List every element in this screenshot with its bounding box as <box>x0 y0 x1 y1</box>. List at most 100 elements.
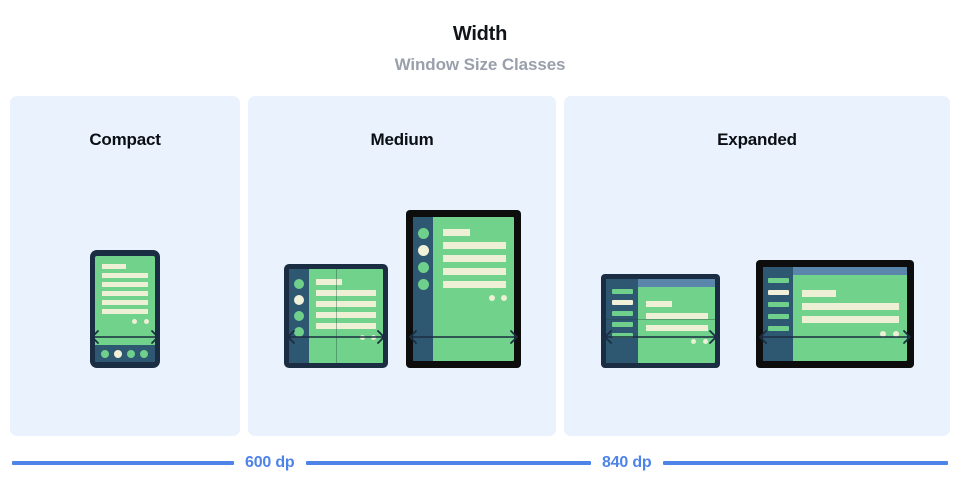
device-stage-medium <box>248 176 556 436</box>
phone-bottom-nav <box>95 345 155 362</box>
tablet-portrait-screen <box>412 217 514 361</box>
bottom-nav-dot[interactable] <box>127 349 135 358</box>
content-line <box>442 281 506 288</box>
content-line <box>645 301 672 307</box>
device-stage-compact <box>10 176 240 436</box>
content-line <box>645 313 708 319</box>
size-class-panels: Compact <box>10 96 950 436</box>
content-line <box>102 309 148 314</box>
content-line <box>645 325 708 331</box>
floating-dot <box>690 339 696 344</box>
content-line <box>442 242 506 249</box>
floating-dot <box>892 331 899 337</box>
content-line <box>102 291 148 296</box>
device-tablet-portrait <box>405 210 521 368</box>
bottom-nav-dot-active[interactable] <box>114 349 122 358</box>
panel-title-compact: Compact <box>89 130 161 149</box>
content-line <box>315 290 376 296</box>
device-phone-portrait <box>90 250 160 368</box>
floating-dot <box>702 339 708 344</box>
content-line <box>315 279 342 285</box>
content-line <box>801 316 899 323</box>
device-tablet-landscape <box>755 260 914 368</box>
content-line <box>102 282 148 287</box>
breakpoint-scale: 600 dp 840 dp <box>12 452 948 474</box>
nav-drawer-bar[interactable] <box>611 311 633 316</box>
content-line <box>442 268 506 275</box>
navigation-rail <box>412 217 433 361</box>
scale-segment-medium <box>305 461 591 465</box>
nav-rail-dot[interactable] <box>293 311 304 321</box>
scale-segment-expanded <box>662 461 948 465</box>
fold-seam <box>335 269 337 363</box>
tablet-landscape-screen <box>762 267 907 361</box>
content-line <box>102 300 148 305</box>
page-title: Width <box>452 23 508 45</box>
nav-rail-dot[interactable] <box>293 279 304 289</box>
nav-drawer-bar-active[interactable] <box>611 300 633 305</box>
nav-drawer-bar[interactable] <box>611 333 633 338</box>
breakpoint-label-840: 840 dp <box>602 454 652 471</box>
width-arrow-phone <box>88 328 162 346</box>
breakpoint-label-600: 600 dp <box>245 454 295 471</box>
phone-screen <box>95 256 155 362</box>
content-line <box>801 290 836 297</box>
panel-title-expanded: Expanded <box>717 130 797 149</box>
top-app-bar <box>792 267 907 275</box>
floating-dot <box>132 319 137 324</box>
bottom-nav-dot[interactable] <box>140 349 148 358</box>
content-line <box>102 264 126 269</box>
content-line <box>102 273 148 278</box>
bottom-nav-dot[interactable] <box>101 349 109 358</box>
nav-drawer-bar[interactable] <box>611 322 633 327</box>
scale-segment-compact <box>12 461 234 465</box>
floating-dot <box>488 295 495 301</box>
width-arrow-tablet-portrait <box>406 328 521 346</box>
nav-drawer-bar[interactable] <box>767 278 789 283</box>
foldable-landscape-screen <box>605 279 715 363</box>
panel-title-medium: Medium <box>370 130 434 149</box>
content-line <box>315 301 376 307</box>
width-arrow-tablet-landscape <box>756 328 914 346</box>
device-column-phone <box>90 250 160 368</box>
nav-rail-dot[interactable] <box>417 279 429 290</box>
nav-drawer-bar[interactable] <box>767 314 789 319</box>
navigation-drawer <box>605 279 638 363</box>
device-foldable-landscape <box>600 274 720 368</box>
floating-dot <box>500 295 507 301</box>
panel-expanded: Expanded <box>564 96 950 436</box>
device-column-foldable-portrait <box>283 264 388 368</box>
width-arrow-foldable-landscape <box>601 328 720 346</box>
nav-drawer-bar[interactable] <box>767 302 789 307</box>
fold-seam <box>605 319 715 320</box>
page-subtitle: Window Size Classes <box>394 55 566 74</box>
top-app-bar <box>637 279 715 287</box>
width-arrow-foldable-portrait <box>284 328 388 346</box>
device-stage-expanded <box>564 176 950 436</box>
nav-drawer-bar[interactable] <box>611 289 633 294</box>
nav-drawer-bar-active[interactable] <box>767 290 789 295</box>
foldable-screen <box>288 269 383 363</box>
panel-medium: Medium <box>248 96 556 436</box>
content-line <box>801 303 899 310</box>
device-column-foldable-landscape <box>600 274 720 368</box>
floating-dot <box>879 331 886 337</box>
navigation-rail <box>288 269 309 363</box>
nav-rail-dot-active[interactable] <box>417 245 429 256</box>
nav-drawer-bar[interactable] <box>767 326 789 331</box>
nav-rail-dot[interactable] <box>417 228 429 239</box>
content-line <box>442 255 506 262</box>
header: Width Window Size Classes <box>0 0 960 75</box>
nav-rail-dot[interactable] <box>293 327 304 337</box>
nav-rail-dot[interactable] <box>417 262 429 273</box>
device-foldable-portrait <box>283 264 388 368</box>
panel-compact: Compact <box>10 96 240 436</box>
device-column-tablet-landscape <box>755 260 914 368</box>
content-line <box>442 229 470 236</box>
navigation-drawer <box>762 267 793 361</box>
nav-rail-dot-active[interactable] <box>293 295 304 305</box>
content-line <box>315 323 376 329</box>
floating-dot <box>144 319 149 324</box>
content-line <box>315 312 376 318</box>
